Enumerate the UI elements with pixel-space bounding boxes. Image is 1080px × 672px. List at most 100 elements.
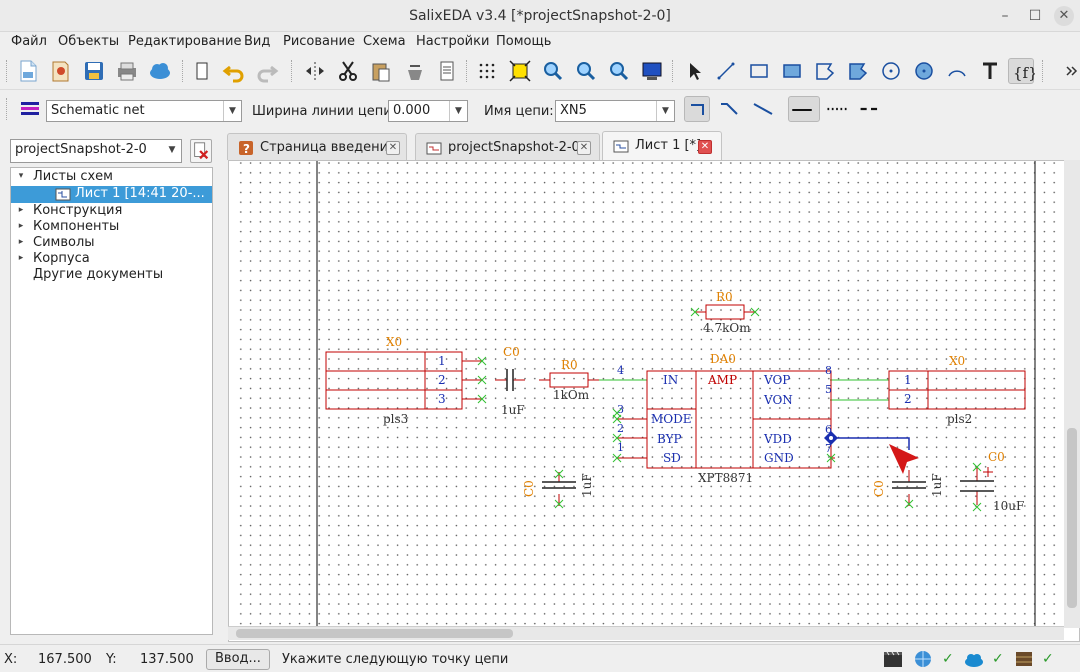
undo-icon[interactable] bbox=[221, 58, 247, 84]
close-tab-icon[interactable]: ✕ bbox=[386, 141, 400, 155]
minimize-button[interactable]: – bbox=[1001, 8, 1009, 24]
net-name-input[interactable]: XN5 ▼ bbox=[555, 100, 675, 122]
free-route-icon[interactable] bbox=[750, 96, 776, 122]
menu-drawing[interactable]: Рисование bbox=[283, 34, 355, 49]
dashed-line-icon[interactable] bbox=[858, 96, 888, 122]
grid-icon[interactable] bbox=[474, 58, 500, 84]
dotted-line-icon[interactable] bbox=[824, 96, 854, 122]
capacitor-c0-left[interactable]: C0 1uF bbox=[522, 469, 594, 509]
chip-da0[interactable]: DA0 AMP XPT8871 IN MODE BYP SD VOP VON V… bbox=[612, 352, 836, 485]
open-project-icon[interactable] bbox=[48, 58, 74, 84]
library-icon[interactable] bbox=[1013, 649, 1035, 669]
layer-select[interactable]: Schematic net ▼ bbox=[46, 100, 242, 122]
diagonal-route-icon[interactable] bbox=[717, 96, 743, 122]
network-icon[interactable] bbox=[912, 649, 934, 669]
maximize-button[interactable]: ☐ bbox=[1028, 8, 1042, 24]
expander-icon[interactable]: ▾ bbox=[18, 171, 24, 181]
wire bbox=[830, 379, 889, 401]
capacitor-c0-polar[interactable]: C0 10uF bbox=[960, 450, 1024, 513]
zoom-in-icon[interactable] bbox=[540, 58, 566, 84]
expander-icon[interactable]: ▸ bbox=[18, 237, 24, 247]
resistor-r0-mid[interactable]: R0 1kOm bbox=[539, 358, 599, 402]
menu-view[interactable]: Вид bbox=[244, 34, 271, 49]
new-file-icon[interactable] bbox=[15, 58, 41, 84]
expander-icon[interactable]: ▸ bbox=[18, 221, 24, 231]
menu-schematic[interactable]: Схема bbox=[363, 34, 406, 49]
line-tool-icon[interactable] bbox=[713, 58, 739, 84]
pin-number: 3 bbox=[438, 392, 446, 406]
filled-polygon-tool-icon[interactable] bbox=[845, 58, 871, 84]
polygon-tool-icon[interactable] bbox=[812, 58, 838, 84]
ref-label: C0 bbox=[522, 480, 536, 497]
close-window-button[interactable]: ✕ bbox=[1054, 6, 1074, 26]
arc-tool-icon[interactable] bbox=[944, 58, 970, 84]
properties-icon[interactable] bbox=[402, 58, 428, 84]
connector-x0-left[interactable]: X0 1 2 3 pls3 bbox=[325, 335, 487, 426]
save-icon[interactable] bbox=[81, 58, 107, 84]
tree-item-packages[interactable]: ▸ Корпуса bbox=[11, 251, 212, 268]
schematic-canvas[interactable]: X0 1 2 3 pls3 C0 1uF R0 4.7kOm R0 bbox=[228, 160, 1080, 642]
ortho-route-icon[interactable] bbox=[684, 96, 710, 122]
chevron-down-icon: ▼ bbox=[223, 101, 241, 121]
tree-item-construction[interactable]: ▸ Конструкция bbox=[11, 203, 212, 220]
print-icon[interactable] bbox=[114, 58, 140, 84]
expander-icon[interactable]: ▸ bbox=[18, 205, 24, 215]
pin-name: VON bbox=[763, 393, 793, 407]
zoom-area-icon[interactable] bbox=[606, 58, 632, 84]
connector-x0-right[interactable]: X0 1 2 pls2 bbox=[888, 354, 1026, 426]
value-label: 4.7kOm bbox=[703, 321, 751, 335]
filled-rect-tool-icon[interactable] bbox=[779, 58, 805, 84]
tab-intro-page[interactable]: ? Страница введения ✕ bbox=[227, 133, 407, 160]
input-button[interactable]: Ввод... bbox=[206, 649, 270, 670]
cloud-icon[interactable] bbox=[147, 58, 173, 84]
project-select[interactable]: projectSnapshot-2-0 ▼ bbox=[10, 139, 182, 163]
vertical-scrollbar[interactable] bbox=[1064, 160, 1080, 628]
net-width-input[interactable]: 0.000 ▼ bbox=[388, 100, 468, 122]
layer-icon bbox=[18, 97, 44, 123]
close-tab-icon[interactable]: ✕ bbox=[577, 141, 591, 155]
tree-item-symbols[interactable]: ▸ Символы bbox=[11, 235, 212, 252]
capacitor-c0-right[interactable]: C0 1uF bbox=[872, 470, 944, 509]
filled-circle-tool-icon[interactable] bbox=[911, 58, 937, 84]
tab-sheet-1[interactable]: Лист 1 [*] ✕ bbox=[602, 131, 722, 161]
solid-line-icon[interactable] bbox=[788, 96, 820, 122]
mirror-icon[interactable] bbox=[302, 58, 328, 84]
rectangle-tool-icon[interactable] bbox=[746, 58, 772, 84]
tree-item-sheet-1[interactable]: Лист 1 [14:41 20-... bbox=[11, 186, 212, 203]
redo-icon[interactable] bbox=[254, 58, 280, 84]
monitor-icon[interactable] bbox=[639, 58, 665, 84]
tree-item-components[interactable]: ▸ Компоненты bbox=[11, 219, 212, 236]
menu-file[interactable]: Файл bbox=[11, 34, 47, 49]
close-tab-icon[interactable]: ✕ bbox=[698, 140, 712, 154]
text-tool-icon[interactable] bbox=[977, 58, 1003, 84]
vertical-scroll-thumb[interactable] bbox=[1067, 428, 1077, 608]
horizontal-scroll-thumb[interactable] bbox=[236, 629, 513, 638]
zoom-out-icon[interactable] bbox=[573, 58, 599, 84]
menu-objects[interactable]: Объекты bbox=[58, 34, 120, 49]
function-tool-icon[interactable]: {f} bbox=[1008, 58, 1035, 84]
menu-edit[interactable]: Редактирование bbox=[128, 34, 242, 49]
clapper-icon[interactable] bbox=[882, 649, 904, 669]
resistor-r0-top[interactable]: R0 4.7kOm bbox=[690, 290, 760, 335]
new-sheet-icon[interactable] bbox=[189, 58, 215, 84]
cut-icon[interactable] bbox=[335, 58, 361, 84]
circle-tool-icon[interactable] bbox=[878, 58, 904, 84]
paste-icon[interactable] bbox=[368, 58, 394, 84]
select-arrow-icon[interactable] bbox=[681, 58, 707, 84]
tree-item-schematic-sheets[interactable]: ▾ Листы схем bbox=[11, 169, 212, 186]
close-project-button[interactable] bbox=[190, 139, 212, 163]
horizontal-scrollbar[interactable] bbox=[228, 626, 1064, 640]
toolbar-overflow-icon[interactable] bbox=[1058, 58, 1078, 84]
capacitor-c0-top[interactable]: C0 1uF bbox=[495, 345, 525, 417]
tab-project[interactable]: projectSnapshot-2-0 ✕ bbox=[415, 133, 600, 160]
ref-label: R0 bbox=[561, 358, 578, 372]
expander-icon[interactable]: ▸ bbox=[18, 253, 24, 263]
sheet-icon bbox=[613, 140, 629, 153]
cloud-sync-icon[interactable] bbox=[963, 649, 985, 669]
tree-item-other-documents[interactable]: Другие документы bbox=[11, 267, 212, 284]
menu-help[interactable]: Помощь bbox=[496, 34, 552, 49]
zoom-fit-icon[interactable] bbox=[507, 58, 533, 84]
notes-icon[interactable] bbox=[434, 58, 460, 84]
menu-settings[interactable]: Настройки bbox=[416, 34, 490, 49]
grid-dots bbox=[239, 161, 1059, 627]
